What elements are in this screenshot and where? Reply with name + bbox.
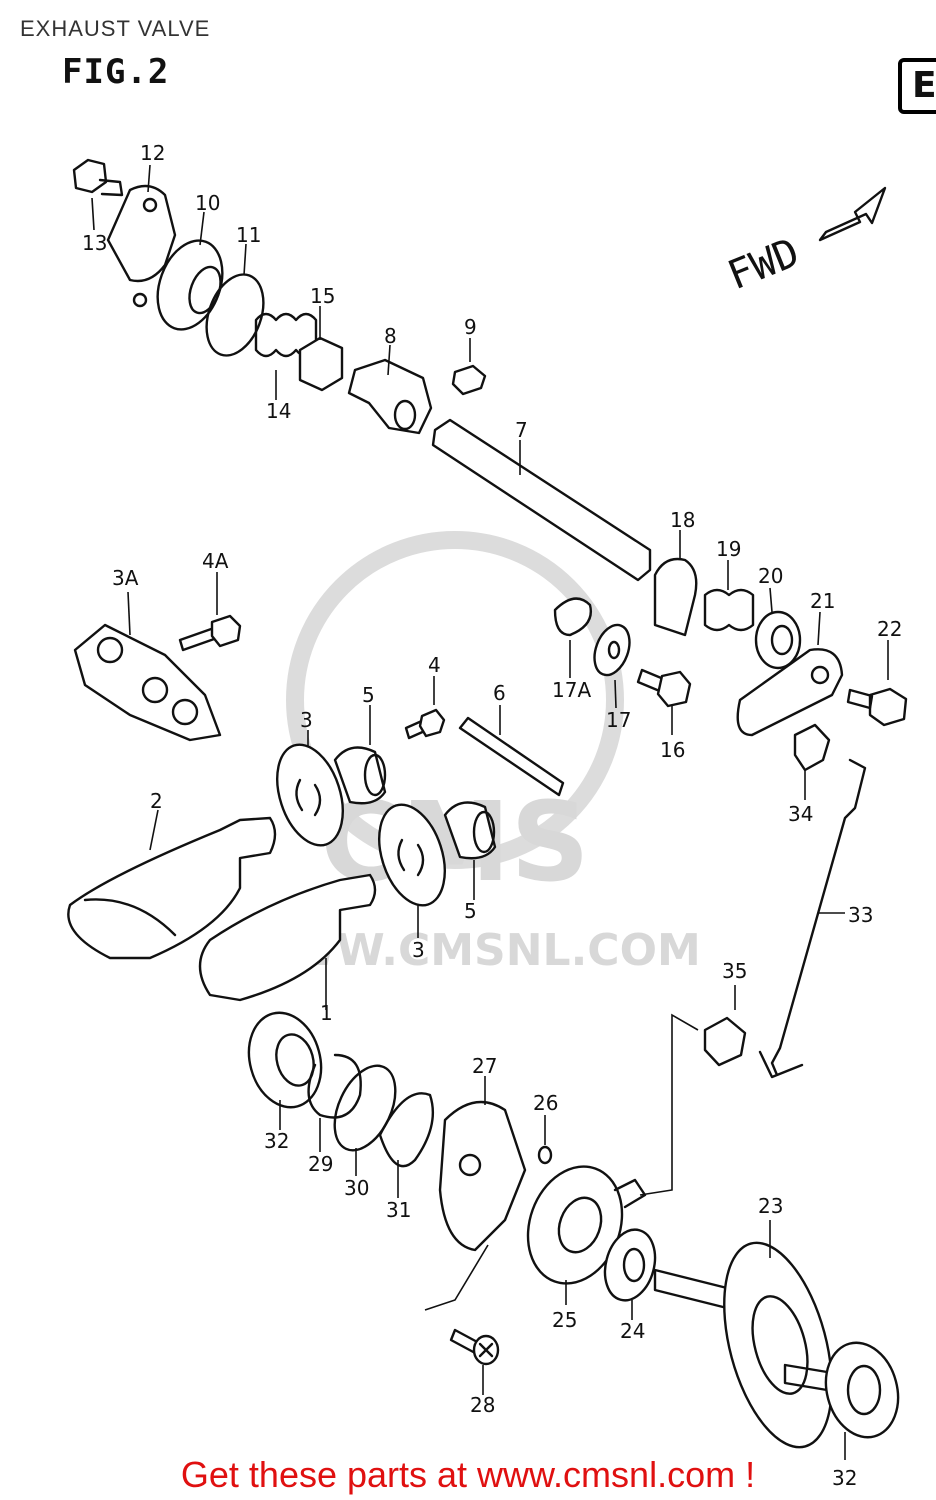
part-18-plate	[653, 530, 698, 637]
callout-17a: 17A	[552, 678, 591, 702]
callout-19: 19	[716, 537, 741, 561]
part-6-pin	[458, 705, 565, 797]
part-28-screw	[449, 1328, 500, 1395]
part-20-sleeve	[754, 587, 802, 670]
callout-29: 29	[308, 1152, 333, 1176]
callout-34: 34	[788, 802, 813, 826]
callout-6: 6	[493, 681, 506, 705]
callout-11: 11	[236, 223, 261, 247]
callout-2: 2	[150, 789, 163, 813]
callout-16: 16	[660, 738, 685, 762]
fwd-label: FWD	[722, 230, 806, 300]
fwd-arrow-icon	[818, 186, 887, 242]
section-badge: E	[898, 58, 936, 114]
part-15-collar	[298, 306, 344, 392]
callout-4: 4	[428, 653, 441, 677]
callout-7: 7	[515, 418, 528, 442]
callout-14: 14	[266, 399, 291, 423]
part-4a-bolt	[178, 572, 242, 652]
callout-32-upper: 32	[264, 1129, 289, 1153]
part-27-cover	[438, 1076, 527, 1252]
part-3-washer-lower	[378, 803, 446, 938]
part-19-spring	[703, 560, 755, 632]
callout-23: 23	[758, 1194, 783, 1218]
part-4-screw	[404, 676, 446, 740]
callout-21: 21	[810, 589, 835, 613]
callout-9: 9	[464, 315, 477, 339]
part-24-collar	[603, 1228, 657, 1320]
callout-18: 18	[670, 508, 695, 532]
callout-17: 17	[606, 708, 631, 732]
promo-link[interactable]: Get these parts at www.cmsnl.com !	[180, 1454, 756, 1495]
callout-31: 31	[386, 1198, 411, 1222]
callout-5-upper: 5	[362, 683, 375, 707]
part-3a-gasket	[73, 591, 222, 742]
callout-30: 30	[344, 1176, 369, 1200]
part-11-oring	[205, 243, 265, 357]
part-17-washer	[593, 623, 631, 709]
callout-8: 8	[384, 324, 397, 348]
part-30-oring	[333, 1064, 397, 1176]
assembly-guides	[424, 1013, 699, 1311]
page-title: EXHAUST VALVE	[20, 16, 211, 41]
figure-label: FIG.2	[62, 52, 170, 92]
part-29-circlip	[307, 1053, 362, 1152]
part-2-valve	[67, 809, 277, 960]
part-3-washer-upper	[276, 730, 344, 847]
callout-22: 22	[877, 617, 902, 641]
part-22-bolt	[846, 640, 908, 727]
callout-28: 28	[470, 1393, 495, 1417]
part-35-clip	[703, 985, 747, 1067]
callout-5-lower: 5	[464, 899, 477, 923]
part-13-bolt	[72, 158, 124, 231]
callouts: 12 13 10 11 15 14 8 9 7 18 19 20 21 22 3…	[82, 141, 902, 1490]
part-26-dowel	[537, 1115, 553, 1165]
callout-32-lower: 32	[832, 1466, 857, 1490]
callout-20: 20	[758, 564, 783, 588]
part-8-bracket	[347, 344, 433, 435]
part-5-bushing-lower	[443, 801, 497, 900]
callout-27: 27	[472, 1054, 497, 1078]
part-1-valve	[198, 873, 377, 1010]
callout-3-lower: 3	[412, 938, 425, 962]
fwd-indicator: FWD	[722, 186, 887, 300]
part-9-screw	[451, 338, 487, 396]
part-32-bearing-upper	[247, 1011, 323, 1130]
callout-3a: 3A	[112, 566, 139, 590]
callout-24: 24	[620, 1319, 645, 1343]
part-33-rod	[758, 758, 867, 1079]
part-31-seal	[378, 1092, 434, 1198]
part-5-bushing-upper	[333, 705, 387, 805]
callout-33: 33	[848, 903, 873, 927]
callout-15: 15	[310, 284, 335, 308]
part-17a-washer	[553, 597, 592, 678]
callout-1: 1	[320, 1001, 333, 1025]
callout-26: 26	[533, 1091, 558, 1115]
callout-3-upper: 3	[300, 708, 313, 732]
part-23-gear	[653, 1220, 847, 1449]
callout-25: 25	[552, 1308, 577, 1332]
callout-10: 10	[195, 191, 220, 215]
part-32-bearing-lower	[824, 1341, 900, 1460]
part-16-bolt	[636, 668, 692, 735]
part-25-gear	[526, 1165, 647, 1305]
callout-12: 12	[140, 141, 165, 165]
callout-13: 13	[82, 231, 107, 255]
part-34-clip	[793, 723, 831, 800]
callout-4a: 4A	[202, 549, 229, 573]
part-21-lever	[736, 611, 844, 737]
part-7-shaft	[431, 418, 652, 582]
callout-35: 35	[722, 959, 747, 983]
part-10-housing	[156, 211, 224, 331]
